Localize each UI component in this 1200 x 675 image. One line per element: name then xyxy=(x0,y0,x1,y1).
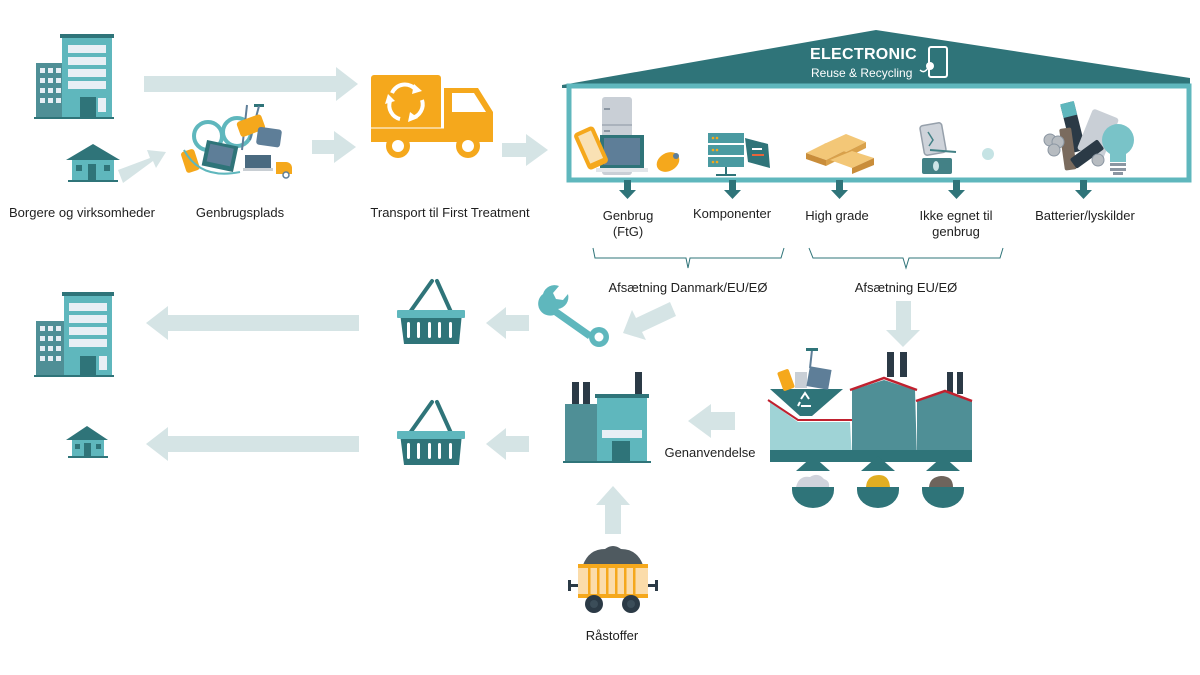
factory-icon xyxy=(563,372,651,463)
flow-arrow-transport-to-warehouse xyxy=(502,134,548,166)
label-recovery: Genanvendelse xyxy=(664,445,756,460)
warehouse-frame xyxy=(566,83,1192,183)
label-recycling-site: Genbrugsplads xyxy=(195,205,285,220)
batteries-bulb-icon xyxy=(1043,101,1134,175)
flow-arrow-repair-to-basket xyxy=(486,307,529,339)
mine-cart-icon xyxy=(568,546,658,613)
tablet-plug-icon xyxy=(919,46,948,78)
flow-arrow-basket-to-household xyxy=(146,427,359,461)
warehouse-roof xyxy=(562,30,1190,88)
group-label-denmark-eu: Afsætning Danmark/EU/EØ xyxy=(608,280,768,295)
header-title: ELECTRONIC xyxy=(810,46,917,63)
brace-right xyxy=(808,247,1004,270)
fraction-genbrug-line1: Genbrug xyxy=(602,208,654,223)
fraction-genbrug-line2: (FtG) xyxy=(612,224,644,239)
wrench-icon xyxy=(538,285,609,347)
down-arrow-high-grade xyxy=(831,180,848,199)
flow-arrow-citizens-to-transport xyxy=(144,67,358,101)
group-label-eu: Afsætning EU/EØ xyxy=(854,280,958,295)
label-raw-materials: Råstoffer xyxy=(585,628,639,643)
fraction-label-komponenter: Komponenter xyxy=(692,206,772,221)
fraction-label-batterier: Batterier/lyskilder xyxy=(1035,208,1135,223)
electronics-waste-pile-icon xyxy=(181,104,292,179)
flow-arrow-market-to-repair xyxy=(623,302,676,340)
smelter-plant-icon xyxy=(767,348,973,508)
gold-bars-icon xyxy=(806,134,874,174)
down-arrow-genbrug xyxy=(619,180,636,199)
recycle-symbol-icon xyxy=(797,391,811,407)
brace-left xyxy=(592,247,785,269)
shopping-basket-icon-lower xyxy=(397,400,465,465)
office-building-icon-lower xyxy=(34,292,114,377)
fraction-ikke-egnet-line1: Ikke egnet til xyxy=(919,208,993,223)
flow-arrow-factory-to-basket xyxy=(486,428,529,460)
house-icon xyxy=(66,144,120,182)
shopping-basket-icon-upper xyxy=(397,279,465,344)
down-arrow-komponenter xyxy=(724,180,741,199)
fraction-label-high-grade: High grade xyxy=(805,208,869,223)
office-building-icon xyxy=(34,34,114,119)
fraction-ikke-egnet-line2: genbrug xyxy=(932,224,980,239)
label-citizens: Borgere og virksomheder xyxy=(9,205,155,220)
flow-arrow-raw-to-factory xyxy=(596,486,630,534)
flow-arrow-smelter-to-factory xyxy=(688,404,735,438)
house-icon-lower xyxy=(66,426,108,458)
label-transport: Transport til First Treatment xyxy=(370,205,530,220)
server-components-icon xyxy=(708,133,770,176)
header-subtitle: Reuse & Recycling xyxy=(811,66,913,80)
flow-arrow-recycling-site-to-transport xyxy=(312,131,356,163)
flow-arrow-market-to-smelter xyxy=(886,301,920,347)
flow-arrow-basket-to-company xyxy=(146,306,359,340)
fraction-label-genbrug: Genbrug (FtG) xyxy=(588,208,668,240)
down-arrow-ikke-egnet xyxy=(948,180,965,199)
broken-device-icon xyxy=(919,122,994,174)
fraction-label-ikke-egnet: Ikke egnet til genbrug xyxy=(906,208,1006,240)
appliances-icon xyxy=(574,97,680,175)
down-arrow-batterier xyxy=(1075,180,1092,199)
transport-truck-icon xyxy=(371,75,493,158)
flow-arrow-house-to-recycling-site xyxy=(118,150,166,183)
